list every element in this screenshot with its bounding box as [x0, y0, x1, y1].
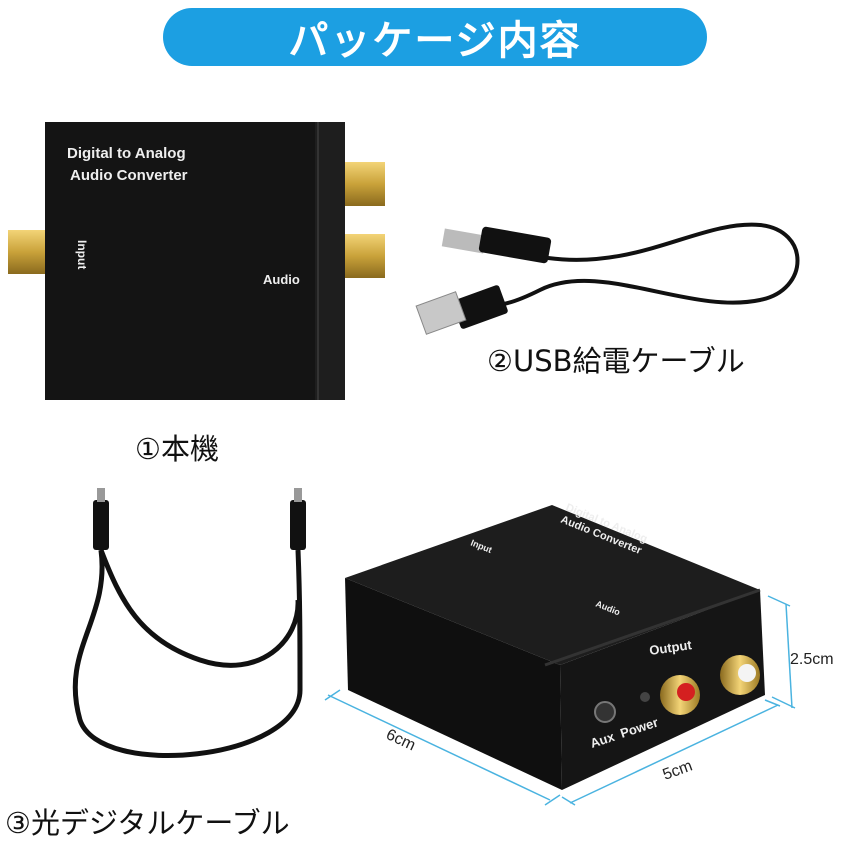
caption-usb-cable: ②USB給電ケーブル	[487, 344, 745, 378]
device3d-output-label: Output	[648, 637, 693, 658]
device3d-aux-label: Aux	[588, 729, 617, 751]
page-title-banner: パッケージ内容	[163, 8, 707, 66]
caption-optical-cable: ③光デジタルケーブル	[5, 806, 290, 840]
device-label-line1: Digital to Analog	[67, 145, 186, 162]
optical-cable-image	[72, 488, 306, 758]
device-audio-label: Audio	[263, 272, 300, 287]
dimension-height: 2.5cm	[790, 651, 834, 668]
usb-cable-image	[415, 222, 800, 335]
converter-3d-image: Digital to Analog Audio Converter Input …	[345, 502, 765, 790]
dimension-depth: 5cm	[661, 757, 695, 783]
caption-main-unit: ①本機	[135, 432, 219, 466]
dimension-width: 6cm	[383, 726, 418, 754]
device-input-label: Input	[75, 240, 89, 269]
converter-front-image: Digital to Analog Audio Converter Input …	[8, 122, 385, 400]
dimension-lines	[324, 595, 796, 806]
device-label-line2: Audio Converter	[70, 167, 188, 184]
aux-jack-icon	[594, 701, 616, 723]
